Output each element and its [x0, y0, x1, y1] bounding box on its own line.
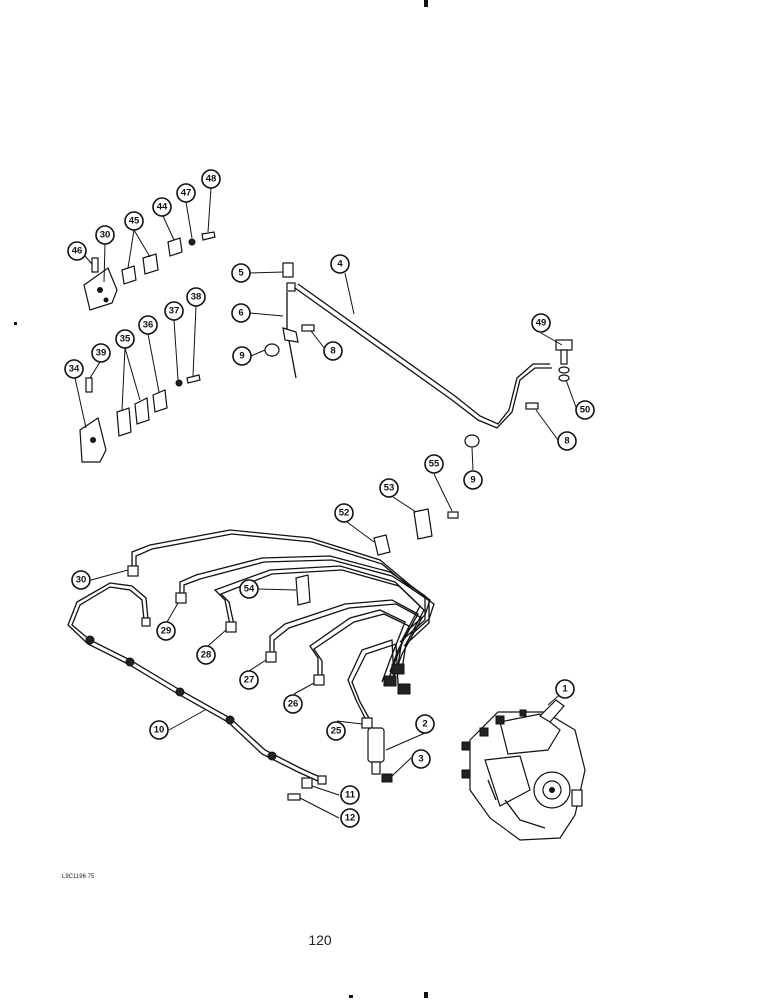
svg-text:45: 45 [129, 216, 140, 227]
svg-text:48: 48 [206, 174, 217, 185]
callout-37: 37 [164, 301, 184, 321]
callout-54: 54 [239, 579, 259, 599]
svg-text:38: 38 [191, 292, 202, 303]
callout-50: 50 [575, 400, 595, 420]
callouts: 46 30 45 44 47 48 34 39 35 36 37 38 5 4 … [64, 169, 595, 828]
callout-25: 25 [326, 721, 346, 741]
callout-5: 5 [231, 263, 251, 283]
svg-text:9: 9 [470, 475, 475, 486]
svg-text:30: 30 [100, 230, 111, 241]
svg-text:39: 39 [96, 348, 107, 359]
callout-52: 52 [334, 503, 354, 523]
callout-44: 44 [152, 197, 172, 217]
callout-6: 6 [231, 303, 251, 323]
svg-text:5: 5 [238, 268, 244, 279]
callout-4: 4 [330, 254, 350, 274]
svg-text:28: 28 [201, 650, 212, 661]
callout-39: 39 [91, 343, 111, 363]
injector [287, 727, 393, 801]
injection-pump [461, 699, 586, 841]
svg-text:12: 12 [345, 813, 356, 824]
callout-27: 27 [239, 670, 259, 690]
return-line-assembly [264, 262, 573, 556]
svg-text:30: 30 [76, 575, 87, 586]
callout-48: 48 [201, 169, 221, 189]
injection-pipes [127, 529, 435, 729]
callout-53: 53 [379, 478, 399, 498]
svg-text:25: 25 [331, 726, 342, 737]
svg-text:44: 44 [157, 202, 168, 213]
callout-29: 29 [156, 621, 176, 641]
svg-text:11: 11 [345, 790, 356, 801]
callout-36: 36 [138, 315, 158, 335]
callout-9: 9 [232, 346, 252, 366]
callout-28: 28 [196, 645, 216, 665]
callout-11: 11 [340, 785, 360, 805]
svg-text:3: 3 [418, 754, 423, 765]
callout-12: 12 [340, 808, 360, 828]
svg-text:50: 50 [580, 405, 591, 416]
leader-lines [74, 187, 578, 819]
callout-46: 46 [67, 241, 87, 261]
svg-text:8: 8 [564, 436, 569, 447]
callout-47: 47 [176, 183, 196, 203]
svg-text:4: 4 [337, 259, 343, 270]
callout-26: 26 [283, 694, 303, 714]
callout-30b: 30 [71, 570, 91, 590]
scan-mark [349, 995, 353, 998]
callout-10: 10 [149, 720, 169, 740]
svg-text:27: 27 [244, 675, 255, 686]
svg-text:37: 37 [169, 306, 180, 317]
svg-text:46: 46 [72, 246, 83, 257]
scan-mark [14, 322, 17, 325]
callout-38: 38 [186, 287, 206, 307]
callout-30: 30 [95, 225, 115, 245]
svg-text:53: 53 [384, 483, 395, 494]
svg-text:36: 36 [143, 320, 154, 331]
figure-reference: L9C1196 75 [62, 874, 95, 880]
callout-3: 3 [411, 749, 431, 769]
svg-text:1: 1 [562, 684, 568, 695]
svg-text:10: 10 [154, 725, 165, 736]
callout-45: 45 [124, 211, 144, 231]
svg-text:54: 54 [244, 584, 255, 595]
svg-text:29: 29 [161, 626, 172, 637]
scan-mark [424, 0, 428, 7]
callout-35: 35 [115, 329, 135, 349]
scan-mark [424, 992, 428, 998]
svg-text:8: 8 [330, 346, 335, 357]
callout-1: 1 [555, 679, 575, 699]
svg-text:52: 52 [339, 508, 350, 519]
svg-text:9: 9 [239, 351, 244, 362]
callout-8b: 8 [557, 431, 577, 451]
callout-34: 34 [64, 359, 84, 379]
callout-55: 55 [424, 454, 444, 474]
callout-8: 8 [323, 341, 343, 361]
svg-text:26: 26 [288, 699, 299, 710]
page-number: 120 [308, 932, 332, 948]
callout-2: 2 [415, 714, 435, 734]
svg-text:55: 55 [429, 459, 440, 470]
svg-text:34: 34 [69, 364, 80, 375]
svg-text:49: 49 [536, 318, 547, 329]
svg-text:35: 35 [120, 334, 131, 345]
callout-9b: 9 [463, 470, 483, 490]
leak-off-hose [67, 582, 327, 785]
callout-49: 49 [531, 313, 551, 333]
svg-text:47: 47 [181, 188, 192, 199]
lower-bracket-assembly [79, 374, 201, 463]
upper-bracket-assembly [83, 231, 216, 311]
svg-text:6: 6 [238, 308, 243, 319]
svg-text:2: 2 [422, 719, 427, 730]
